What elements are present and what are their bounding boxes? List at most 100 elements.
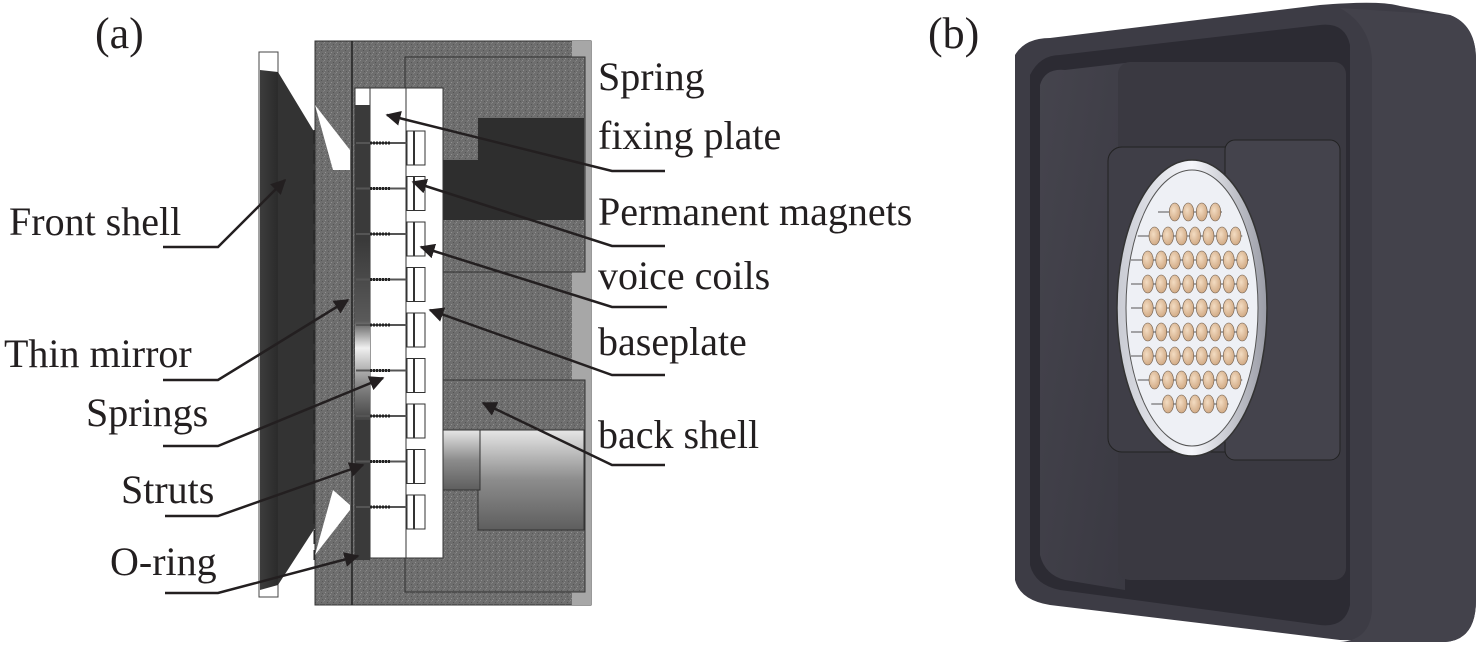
voice-coil	[406, 494, 426, 530]
panel-b-render	[1015, 2, 1476, 642]
actuator-dot	[1155, 346, 1168, 366]
actuator-dot	[1182, 322, 1195, 342]
actuator-dot	[1222, 298, 1235, 318]
label-thin-mirror: Thin mirror	[4, 331, 192, 376]
actuator	[356, 449, 426, 484]
actuator-dot	[1155, 322, 1168, 342]
actuator-dot	[1209, 346, 1222, 366]
actuator-dot	[1141, 298, 1154, 318]
voice-coil	[406, 449, 426, 484]
actuator-dot	[1236, 274, 1249, 294]
actuator-dot	[1155, 298, 1168, 318]
actuator-dot	[1155, 250, 1168, 270]
actuator-dot	[1202, 370, 1215, 390]
label-front-shell: Front shell	[9, 199, 182, 244]
actuator-array-section	[356, 130, 426, 530]
actuator	[356, 494, 426, 530]
back-cylinder	[439, 429, 585, 531]
leader-lines-left	[163, 178, 385, 595]
actuator-dot	[1175, 394, 1188, 414]
actuator-dot	[1209, 274, 1222, 294]
actuator-dot	[1175, 226, 1188, 246]
actuator-dot	[1229, 226, 1242, 246]
actuator-dot	[1189, 226, 1201, 246]
actuator-dot	[1189, 394, 1201, 414]
actuator-dot	[1229, 370, 1242, 390]
actuator-dot	[1216, 370, 1228, 390]
actuator-dot	[1209, 322, 1222, 342]
actuator	[356, 358, 426, 393]
actuator-dot	[1182, 274, 1195, 294]
actuator-dot	[1202, 394, 1215, 414]
voice-coil	[406, 267, 426, 302]
label-back-shell: back shell	[598, 412, 760, 457]
voice-coil	[406, 221, 426, 257]
actuator-dot	[1236, 346, 1249, 366]
actuator	[356, 267, 426, 302]
actuator-dot	[1216, 394, 1228, 414]
actuator-dot	[1175, 370, 1188, 390]
actuator-dot	[1209, 202, 1222, 222]
actuator-dot	[1141, 346, 1154, 366]
actuator	[356, 403, 426, 439]
actuator-dot	[1236, 250, 1249, 270]
actuator-dot	[1182, 250, 1195, 270]
label-springs: Springs	[86, 390, 209, 435]
actuator-dot	[1155, 274, 1168, 294]
actuator-dot	[1209, 250, 1222, 270]
baseplate	[354, 87, 444, 560]
actuator-dot	[1168, 250, 1181, 270]
actuator-dot	[1162, 226, 1174, 246]
actuator-dot	[1168, 322, 1181, 342]
actuator-dot-array	[1131, 202, 1249, 414]
actuator-dot	[1148, 226, 1161, 246]
actuator-dot	[1216, 226, 1228, 246]
panel-label-a: (a)	[95, 9, 144, 58]
actuator-dot	[1195, 202, 1208, 222]
actuator-dot	[1222, 322, 1235, 342]
actuator	[356, 312, 426, 348]
actuator-dot	[1162, 370, 1174, 390]
actuator-dot	[1168, 346, 1181, 366]
panel-label-b: (b)	[928, 9, 980, 58]
label-struts: Struts	[121, 467, 215, 512]
voice-coil	[406, 312, 426, 348]
actuator-dot	[1222, 250, 1235, 270]
actuator-dot	[1141, 274, 1154, 294]
actuator-dot	[1195, 322, 1208, 342]
actuator-dot	[1222, 274, 1235, 294]
actuator-dot	[1195, 298, 1208, 318]
leader-lines-right	[385, 110, 667, 467]
actuator-dot	[1236, 298, 1249, 318]
voice-coil	[406, 358, 426, 393]
label-spring-fixing-plate-line1: Spring	[598, 54, 705, 99]
label-baseplate: baseplate	[598, 319, 747, 364]
actuator-dot	[1162, 394, 1174, 414]
actuator-dot	[1202, 226, 1215, 246]
label-o-ring: O-ring	[110, 539, 217, 584]
actuator-dot	[1189, 370, 1201, 390]
permanent-magnet-block	[440, 118, 584, 220]
actuator-dot	[1182, 346, 1195, 366]
actuator-dot	[1195, 250, 1208, 270]
actuator-dot	[1195, 274, 1208, 294]
actuator	[356, 130, 426, 166]
label-spring-fixing-plate-line2: fixing plate	[598, 113, 782, 158]
actuator-dot	[1209, 298, 1222, 318]
actuator-dot	[1182, 298, 1195, 318]
actuator-dot	[1236, 322, 1249, 342]
label-voice-coils: voice coils	[598, 253, 771, 298]
voice-coil	[406, 130, 426, 166]
actuator-dot	[1148, 370, 1161, 390]
voice-coil	[406, 403, 426, 439]
voice-coil	[406, 176, 426, 211]
actuator-dot	[1168, 298, 1181, 318]
actuator-dot	[1222, 346, 1235, 366]
actuator-dot	[1168, 274, 1181, 294]
actuator-dot	[1195, 346, 1208, 366]
actuator-dot	[1182, 202, 1195, 222]
label-permanent-magnets: Permanent magnets	[598, 189, 913, 234]
actuator-dot	[1168, 202, 1181, 222]
actuator-dot	[1141, 250, 1154, 270]
